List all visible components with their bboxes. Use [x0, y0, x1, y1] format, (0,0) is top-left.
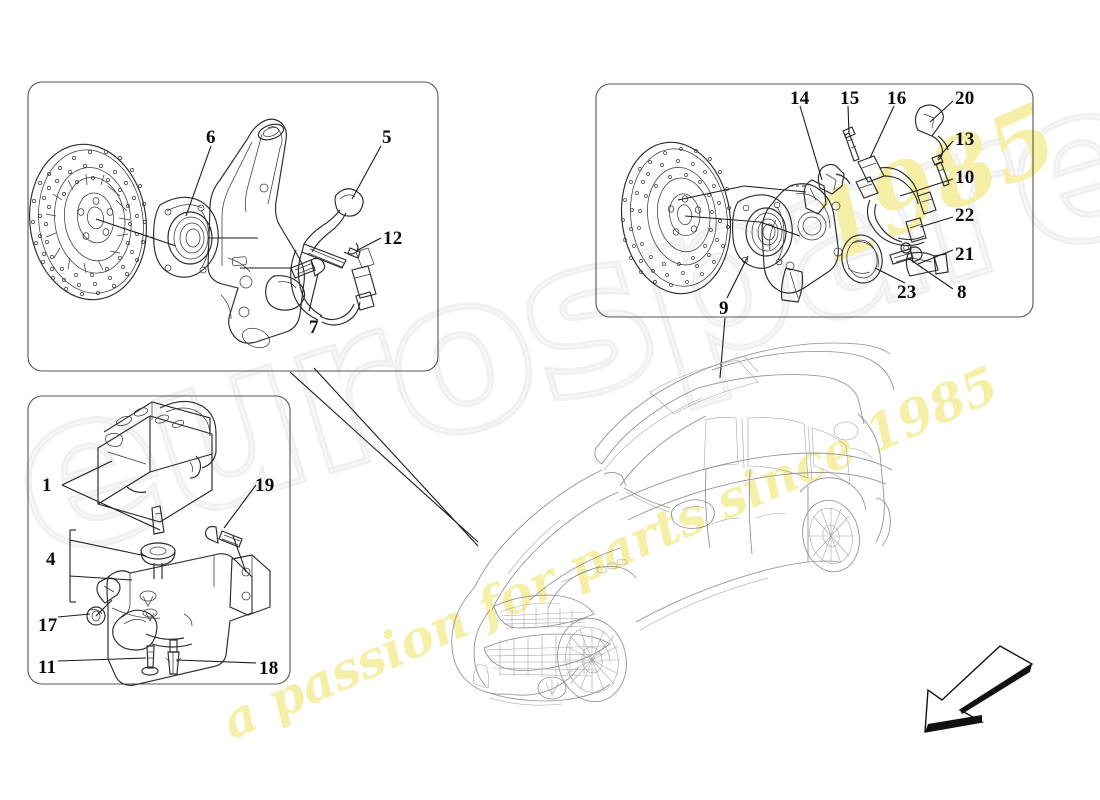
front-panel-leader-lines — [121, 145, 382, 312]
callout-12: 12 — [383, 228, 403, 249]
callout-23: 23 — [897, 282, 917, 303]
callout-21: 21 — [955, 244, 975, 265]
abs-hydraulic-control-unit — [97, 400, 217, 523]
callout-17: 17 — [38, 615, 58, 636]
callout-22: 22 — [955, 205, 975, 226]
front-brake-disc — [28, 143, 177, 301]
callout-4: 4 — [46, 549, 56, 570]
abs-screw-11 — [141, 645, 159, 676]
callout-15: 15 — [840, 88, 860, 109]
front-abs-sensor-cable — [290, 188, 377, 326]
panel-abs-module-frame — [27, 395, 291, 685]
callout-7: 7 — [309, 317, 319, 338]
callout-6: 6 — [206, 127, 216, 148]
front-wheel-hub-bearing — [153, 196, 219, 278]
rear-bolt-8 — [889, 246, 923, 265]
callout-10: 10 — [955, 167, 975, 188]
rear-panel-leader-lines — [726, 100, 954, 299]
callout-20: 20 — [955, 88, 975, 109]
panel-to-vehicle-leaders — [289, 317, 726, 547]
callout-18: 18 — [259, 658, 279, 679]
callout-1: 1 — [42, 475, 52, 496]
forward-direction-arrow — [924, 645, 1034, 733]
steering-knuckle — [207, 118, 306, 349]
abs-panel-leader-lines — [57, 460, 257, 664]
rear-brake-disc — [620, 141, 761, 295]
abs-mounting-bracket — [96, 553, 271, 686]
rear-bolt-13 — [931, 154, 950, 187]
rear-abs-wiring-harness-16 — [855, 155, 937, 247]
vehicle-outline-illustration — [451, 342, 895, 706]
callout-14: 14 — [790, 88, 810, 109]
callout-11: 11 — [38, 657, 57, 678]
hub-mounting-bolt — [290, 257, 326, 279]
callout-13: 13 — [955, 129, 975, 150]
callout-9: 9 — [719, 298, 729, 319]
panel-front-hub-frame — [27, 81, 439, 372]
callout-8: 8 — [957, 282, 967, 303]
rear-sensor-bracket-14 — [803, 163, 851, 215]
callout-16: 16 — [887, 88, 907, 109]
abs-grommet-17 — [86, 606, 106, 626]
rear-wheel-hub-bearing — [731, 194, 793, 269]
abs-clip-18 — [165, 639, 182, 675]
callout-19: 19 — [255, 475, 275, 496]
callout-5: 5 — [382, 127, 392, 148]
rear-cover-cap-23 — [841, 234, 883, 284]
panel-rear-hub-frame — [595, 83, 1034, 318]
